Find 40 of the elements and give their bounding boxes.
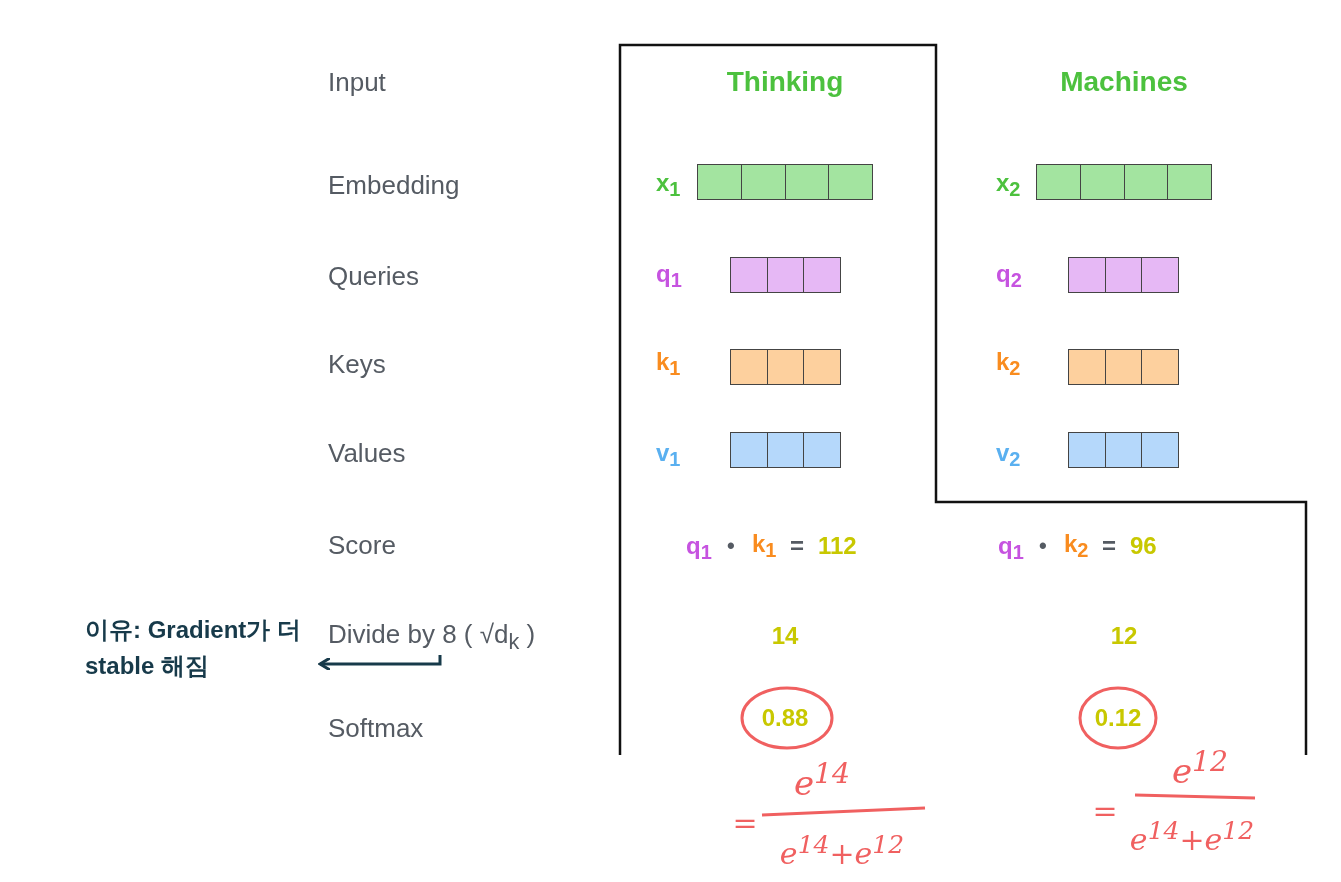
vector-label: x$_{1}$ <box>656 169 681 201</box>
handwritten-denominator: e$^{14}$+e$^{12}$ <box>1129 816 1255 856</box>
equals-sign: = <box>1102 532 1116 560</box>
arrow <box>318 655 442 672</box>
row-label: Embedding <box>328 170 460 200</box>
vector-label: v$_{2}$ <box>996 439 1021 471</box>
score-term: q$_{1}$ <box>686 532 712 564</box>
vector-label: x$_{2}$ <box>996 169 1021 201</box>
scaled-score: 14 <box>771 622 799 650</box>
handwritten-equals: = <box>732 805 758 839</box>
dot-operator: • <box>727 533 735 559</box>
row-label: Keys <box>328 349 386 379</box>
vector-label: q$_{1}$ <box>656 260 682 292</box>
score-value: 112 <box>818 532 857 560</box>
handwritten-numerator: e$^{12}$ <box>1171 745 1229 791</box>
score-term: k$_{1}$ <box>752 530 777 562</box>
row-label: Values <box>328 438 406 468</box>
equals-sign: = <box>790 532 804 560</box>
score-term: q$_{1}$ <box>998 532 1024 564</box>
word-label: Thinking <box>726 66 844 98</box>
handwritten-denominator: e$^{14}$+e$^{12}$ <box>779 830 905 870</box>
vector-label: v$_{1}$ <box>656 439 681 471</box>
scaled-score: 12 <box>1110 622 1138 650</box>
row-label: Softmax <box>328 713 424 743</box>
vector-label: k$_{2}$ <box>996 348 1021 380</box>
softmax-value: 0.88 <box>761 704 809 732</box>
softmax-value: 0.12 <box>1094 704 1142 732</box>
vector-label: q$_{2}$ <box>996 260 1022 292</box>
score-term: k$_{2}$ <box>1064 530 1089 562</box>
handwritten-numerator: e$^{14}$ <box>793 757 851 803</box>
handwritten-equals: = <box>1092 793 1118 827</box>
row-label: Input <box>328 67 386 97</box>
score-value: 96 <box>1130 532 1157 560</box>
row-label: Divide by 8 ( √d$_{k}$ ) <box>328 620 536 654</box>
dot-operator: • <box>1039 533 1047 559</box>
vector-label: k$_{1}$ <box>656 348 681 380</box>
word-label: Machines <box>1060 66 1188 98</box>
row-label: Queries <box>328 261 420 291</box>
row-label: Score <box>328 530 396 560</box>
handwritten-note: 이유: Gradient가 더 stable 해짐 <box>85 612 320 684</box>
